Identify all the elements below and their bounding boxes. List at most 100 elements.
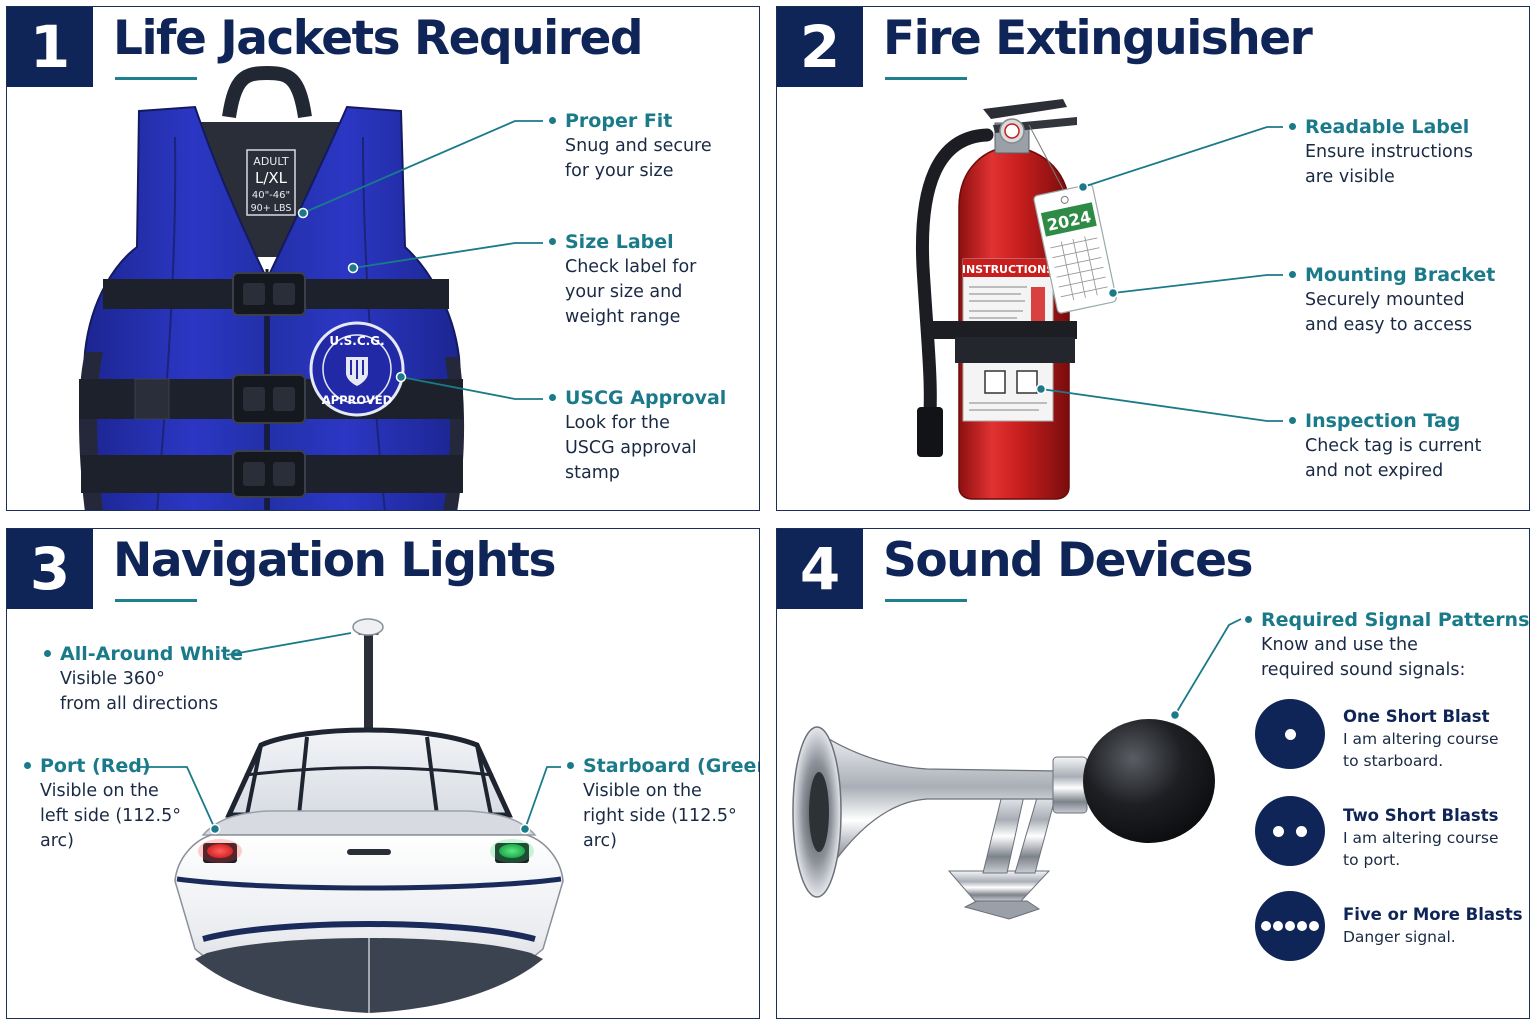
callout-text: Know and use the bbox=[1261, 635, 1418, 655]
blast-dot bbox=[1285, 921, 1295, 931]
signal-text: Danger signal. bbox=[1343, 928, 1456, 946]
signal-text: to port. bbox=[1343, 851, 1401, 869]
callout-text: and not expired bbox=[1305, 461, 1444, 481]
callout-text: Securely mounted bbox=[1305, 290, 1465, 310]
callout-starboard-green: Starboard (Green) Visible on the right s… bbox=[567, 753, 760, 854]
callout-uscg-approval: USCG Approval Look for the USCG approval… bbox=[549, 385, 727, 486]
callout-text: and easy to access bbox=[1305, 315, 1473, 335]
callout-text: Visible 360° bbox=[60, 669, 165, 689]
blast-dot bbox=[1284, 728, 1296, 740]
panel-fire-extinguisher: 2 Fire Extinguisher INSTRUCTIONS bbox=[776, 6, 1530, 511]
callout-title: Proper Fit bbox=[565, 110, 673, 132]
bullet-icon bbox=[567, 762, 574, 769]
callout-title: Inspection Tag bbox=[1305, 410, 1461, 432]
callout-text: right side (112.5° bbox=[583, 806, 737, 826]
callout-text: are visible bbox=[1305, 167, 1395, 187]
title-underline bbox=[115, 77, 197, 80]
callout-title: Size Label bbox=[565, 231, 674, 253]
size-label-line: 90+ LBS bbox=[251, 203, 292, 214]
callout-required-signal-patterns: Required Signal Patterns Know and use th… bbox=[1245, 607, 1530, 683]
two-blasts-icon bbox=[1255, 796, 1325, 866]
bullet-icon bbox=[1289, 123, 1296, 130]
callout-text: arc) bbox=[583, 831, 617, 851]
bullet-icon bbox=[1245, 616, 1252, 623]
callout-title: USCG Approval bbox=[565, 387, 727, 409]
panel-title: Sound Devices bbox=[883, 533, 1253, 588]
port-red-light bbox=[198, 839, 242, 863]
one-blast-icon bbox=[1255, 699, 1325, 769]
panel-number: 1 bbox=[7, 7, 93, 87]
bullet-icon bbox=[44, 650, 51, 657]
callout-text: Check tag is current bbox=[1305, 436, 1482, 456]
callout-text: Visible on the bbox=[583, 781, 702, 801]
size-label: ADULT L/XL 40"-46" 90+ LBS bbox=[246, 149, 296, 216]
panel-title: Fire Extinguisher bbox=[883, 11, 1313, 66]
signal-text: to starboard. bbox=[1343, 752, 1444, 770]
signal-text: I am altering course bbox=[1343, 829, 1499, 847]
blast-dot bbox=[1273, 921, 1283, 931]
instructions-heading: INSTRUCTIONS bbox=[962, 263, 1054, 276]
callout-text: from all directions bbox=[60, 694, 219, 714]
callout-port-red: Port (Red) Visible on the left side (112… bbox=[24, 753, 181, 854]
signal-title: One Short Blast bbox=[1343, 707, 1490, 726]
five-blasts-icon bbox=[1255, 891, 1325, 961]
callout-size-label: Size Label Check label for your size and… bbox=[549, 229, 696, 330]
callout-leaders bbox=[302, 120, 543, 400]
signal-title: Two Short Blasts bbox=[1343, 806, 1499, 825]
callout-text: arc) bbox=[40, 831, 74, 851]
callout-title: Starboard (Green) bbox=[583, 755, 760, 777]
signal-text: I am altering course bbox=[1343, 730, 1499, 748]
title-underline bbox=[885, 599, 967, 602]
bullet-icon bbox=[549, 238, 556, 245]
callout-title: Readable Label bbox=[1305, 116, 1470, 138]
size-label-line: ADULT bbox=[253, 155, 289, 168]
panel-title: Life Jackets Required bbox=[113, 11, 643, 66]
blast-dot bbox=[1261, 921, 1271, 931]
panel-life-jackets: 1 Life Jackets Required ADULT bbox=[6, 6, 760, 511]
callout-text: required sound signals: bbox=[1261, 660, 1466, 680]
panel-navigation-lights: 3 Navigation Lights bbox=[6, 528, 760, 1019]
signal-title: Five or More Blasts bbox=[1343, 905, 1523, 924]
callout-leaders bbox=[1174, 618, 1242, 716]
bullet-icon bbox=[1289, 271, 1296, 278]
callout-title: All-Around White bbox=[60, 643, 243, 665]
signal-five-or-more-blasts: Five or More Blasts Danger signal. bbox=[1343, 903, 1523, 948]
callout-proper-fit: Proper Fit Snug and secure for your size bbox=[549, 108, 712, 184]
callout-inspection-tag: Inspection Tag Check tag is current and … bbox=[1289, 408, 1482, 484]
bullet-icon bbox=[549, 394, 556, 401]
callout-text: Ensure instructions bbox=[1305, 142, 1473, 162]
fire-extinguisher-illustration: INSTRUCTIONS 2024 bbox=[915, 99, 1283, 500]
callout-text: Visible on the bbox=[40, 781, 159, 801]
blast-dot bbox=[1273, 825, 1284, 837]
panel-number: 2 bbox=[777, 7, 863, 87]
title-underline bbox=[885, 77, 967, 80]
bullet-icon bbox=[549, 117, 556, 124]
callout-text: Snug and secure bbox=[565, 136, 712, 156]
blast-dot bbox=[1296, 825, 1307, 837]
life-jacket-illustration: ADULT L/XL 40"-46" 90+ LBS U.S.C.G. APPR… bbox=[79, 65, 543, 510]
signal-one-short-blast: One Short Blast I am altering course to … bbox=[1343, 705, 1499, 772]
callout-title: Mounting Bracket bbox=[1305, 264, 1496, 286]
signal-two-short-blasts: Two Short Blasts I am altering course to… bbox=[1343, 804, 1499, 871]
callout-text: stamp bbox=[565, 463, 620, 483]
inspection-tag: 2024 bbox=[1033, 183, 1117, 314]
size-label-line: 40"-46" bbox=[252, 190, 290, 201]
badge-bottom-text: APPROVED bbox=[322, 393, 392, 407]
air-horn-illustration bbox=[792, 618, 1242, 920]
callout-title: Required Signal Patterns bbox=[1261, 609, 1530, 631]
panel-number: 4 bbox=[777, 529, 863, 609]
size-label-line: L/XL bbox=[255, 169, 288, 187]
callout-text: your size and bbox=[565, 282, 683, 302]
bullet-icon bbox=[1289, 417, 1296, 424]
callout-mounting-bracket: Mounting Bracket Securely mounted and ea… bbox=[1289, 262, 1496, 338]
title-underline bbox=[115, 599, 197, 602]
callout-text: weight range bbox=[565, 307, 681, 327]
callout-text: for your size bbox=[565, 161, 674, 181]
blast-dot bbox=[1297, 921, 1307, 931]
callout-title: Port (Red) bbox=[40, 755, 151, 777]
uscg-approved-badge: U.S.C.G. APPROVED bbox=[309, 321, 405, 417]
callout-all-around-white: All-Around White Visible 360° from all d… bbox=[44, 641, 243, 717]
bullet-icon bbox=[24, 762, 31, 769]
callout-readable-label: Readable Label Ensure instructions are v… bbox=[1289, 114, 1473, 190]
callout-text: left side (112.5° bbox=[40, 806, 181, 826]
